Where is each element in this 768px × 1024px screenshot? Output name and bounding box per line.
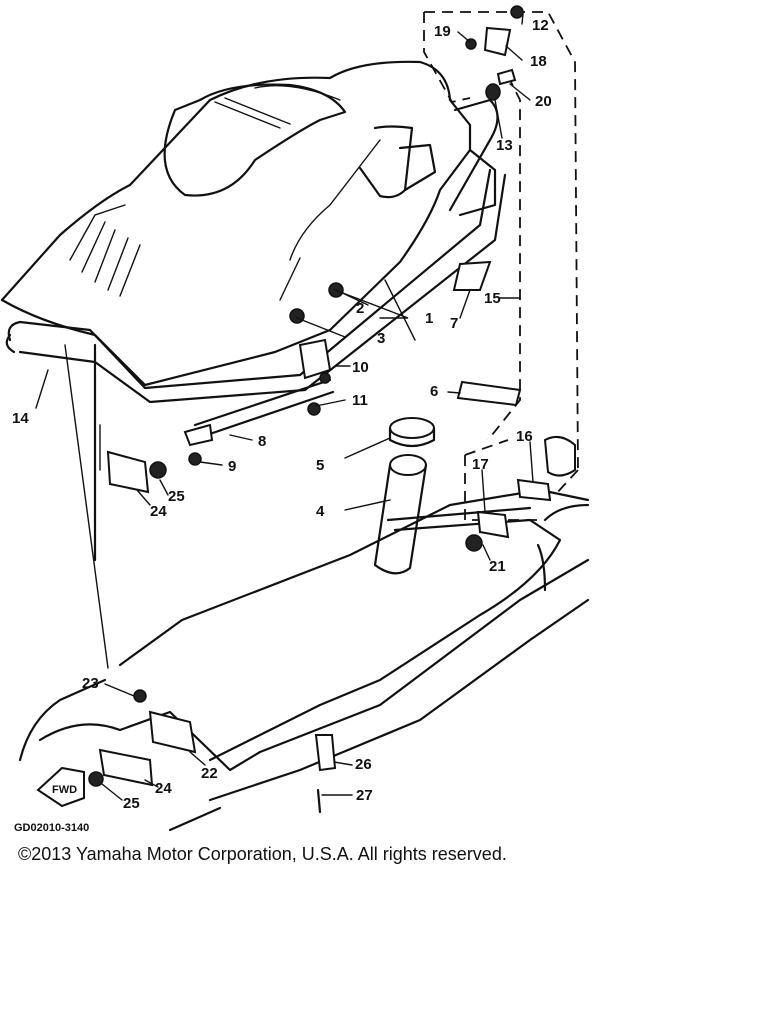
- fwd-label: FWD: [52, 784, 77, 796]
- callout-14: 14: [12, 410, 29, 427]
- callout-21: 21: [489, 558, 506, 575]
- callout-22: 22: [201, 765, 218, 782]
- callout-26: 26: [355, 756, 372, 773]
- callout-25a: 25: [168, 488, 185, 505]
- rail-parts: [5, 168, 562, 762]
- callout-6: 6: [430, 383, 438, 400]
- callout-labels: 1 2 3 4 5 6 7 8 9 10 11 12 13 14 15 16 1…: [12, 17, 552, 812]
- callout-12: 12: [532, 17, 549, 34]
- callout-24a: 24: [150, 503, 167, 520]
- callout-25b: 25: [123, 795, 140, 812]
- callout-4: 4: [316, 503, 325, 520]
- copyright-notice: ©2013 Yamaha Motor Corporation, U.S.A. A…: [18, 844, 507, 864]
- fasteners: [88, 5, 524, 787]
- hull-body: [18, 343, 590, 832]
- callout-3: 3: [377, 330, 385, 347]
- callout-5: 5: [316, 457, 324, 474]
- callout-17: 17: [472, 456, 489, 473]
- fwd-arrow-icon: FWD: [36, 766, 85, 808]
- callout-11: 11: [352, 392, 368, 409]
- callout-7: 7: [450, 315, 458, 332]
- callout-13: 13: [496, 137, 513, 154]
- callout-24b: 24: [155, 780, 172, 797]
- callout-2: 2: [356, 300, 364, 317]
- callout-27: 27: [356, 787, 373, 804]
- diagram-code: GD02010-3140: [14, 822, 89, 834]
- callout-23: 23: [82, 675, 99, 692]
- seat-body: [0, 60, 499, 387]
- support-bar: [183, 338, 335, 447]
- callout-15: 15: [484, 290, 501, 307]
- duct: [373, 417, 436, 575]
- callout-18: 18: [530, 53, 547, 70]
- leader-lines: [35, 13, 534, 801]
- callout-8: 8: [258, 433, 266, 450]
- dashed-reference-lines: [423, 11, 579, 521]
- callout-19: 19: [434, 23, 451, 40]
- plates: [98, 26, 576, 814]
- callout-10: 10: [352, 359, 369, 376]
- callout-1: 1: [425, 310, 433, 327]
- callout-9: 9: [228, 458, 236, 475]
- callout-20: 20: [535, 93, 552, 110]
- callout-16: 16: [516, 428, 533, 445]
